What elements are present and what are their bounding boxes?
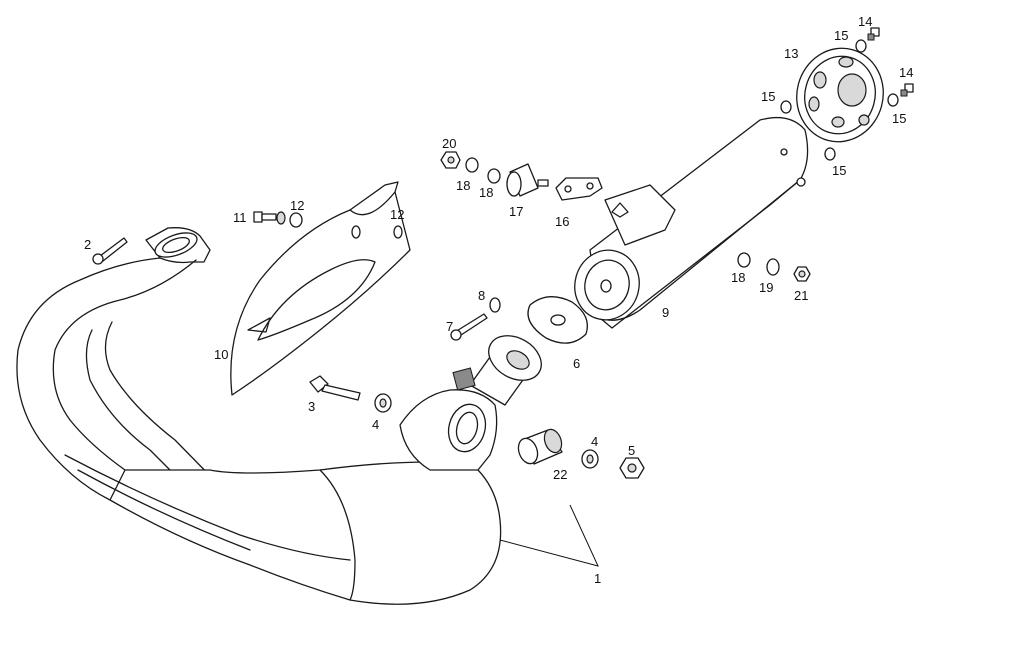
label-8: 8 xyxy=(478,288,485,303)
label-21: 21 xyxy=(794,288,808,303)
label-12a: 12 xyxy=(290,198,304,213)
washer-15a xyxy=(855,39,867,53)
washer-15c xyxy=(887,93,899,107)
label-4b: 4 xyxy=(591,434,598,449)
label-13: 13 xyxy=(784,46,798,61)
label-6: 6 xyxy=(573,356,580,371)
silencer-9 xyxy=(574,116,809,329)
label-19: 19 xyxy=(759,280,773,295)
screw-14a xyxy=(867,27,880,41)
label-11: 11 xyxy=(233,210,247,225)
bolt-3 xyxy=(309,375,361,401)
washer-12a xyxy=(276,211,286,225)
bolt-7 xyxy=(450,313,488,341)
nut-5 xyxy=(619,457,645,479)
leader-1 xyxy=(499,504,599,567)
screw-11 xyxy=(253,211,277,223)
rubber-bush-22 xyxy=(517,428,563,465)
label-5: 5 xyxy=(628,443,635,458)
label-18c: 18 xyxy=(731,270,745,285)
end-cap-13 xyxy=(796,47,884,143)
nut-21 xyxy=(793,266,811,282)
washer-4b xyxy=(581,449,599,469)
label-9: 9 xyxy=(662,305,669,320)
label-20: 20 xyxy=(442,136,456,151)
washer-19 xyxy=(766,258,780,276)
nut-20 xyxy=(440,151,461,169)
bracket-16 xyxy=(555,177,603,201)
rubber-mount-17 xyxy=(506,163,549,197)
washer-15d xyxy=(824,147,836,161)
label-17: 17 xyxy=(509,204,523,219)
label-18b: 18 xyxy=(479,185,493,200)
screw-14b xyxy=(900,83,914,97)
gasket-6 xyxy=(527,296,589,344)
label-15b: 15 xyxy=(761,89,775,104)
heat-shield xyxy=(230,181,411,396)
label-10: 10 xyxy=(214,347,228,362)
exhaust-pipe xyxy=(16,227,542,605)
label-14b: 14 xyxy=(899,65,913,80)
washer-8 xyxy=(489,297,501,313)
bolt-2 xyxy=(92,237,128,265)
label-7: 7 xyxy=(446,319,453,334)
washer-4a xyxy=(374,393,392,413)
label-22: 22 xyxy=(553,467,567,482)
washer-12b xyxy=(289,212,303,228)
label-1: 1 xyxy=(594,571,601,586)
label-2: 2 xyxy=(84,237,91,252)
washer-18c xyxy=(737,252,751,268)
washer-18b xyxy=(487,168,501,184)
washer-18a xyxy=(465,157,479,173)
label-12b: 12 xyxy=(390,207,404,222)
label-15c: 15 xyxy=(892,111,906,126)
label-15a: 15 xyxy=(834,28,848,43)
label-18a: 18 xyxy=(456,178,470,193)
label-4a: 4 xyxy=(372,417,379,432)
label-3: 3 xyxy=(308,399,315,414)
washer-15b xyxy=(780,100,792,114)
label-15d: 15 xyxy=(832,163,846,178)
label-14a: 14 xyxy=(858,14,872,29)
label-16: 16 xyxy=(555,214,569,229)
